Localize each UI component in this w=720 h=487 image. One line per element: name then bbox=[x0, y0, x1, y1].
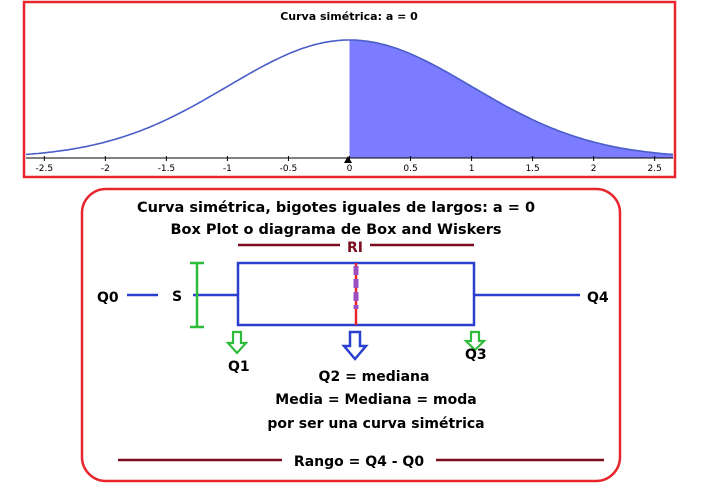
normal-curve bbox=[25, 39, 674, 156]
x-tick-label: -1 bbox=[223, 164, 232, 174]
ri-label: RI bbox=[347, 240, 363, 256]
x-tick-label: -1.5 bbox=[158, 164, 176, 174]
x-tick-label: 2.5 bbox=[648, 164, 662, 174]
x-tick-label: -2 bbox=[101, 164, 110, 174]
range-label: Rango = Q4 - Q0 bbox=[294, 454, 424, 470]
q1-label: Q1 bbox=[228, 359, 250, 375]
x-tick-label: 0 bbox=[347, 164, 353, 174]
x-axis-ticks: -2.5 -2 -1.5 -1 -0.5 0 0.5 1 1.5 2 2.5 bbox=[36, 156, 662, 174]
shaded-area-right-half bbox=[349, 40, 673, 158]
x-tick-label: -0.5 bbox=[280, 164, 298, 174]
x-tick-label: 1 bbox=[469, 164, 475, 174]
q1-arrow-icon bbox=[225, 330, 249, 355]
note-line1: Media = Mediana = moda bbox=[275, 392, 476, 408]
q0-label: Q0 bbox=[97, 290, 119, 306]
note-line2: por ser una curva simétrica bbox=[267, 416, 484, 432]
q4-label: Q4 bbox=[587, 290, 609, 306]
q3-label: Q3 bbox=[465, 347, 487, 363]
boxplot-title-line1: Curva simétrica, bigotes iguales de larg… bbox=[137, 200, 535, 216]
boxplot-title-line2: Box Plot o diagrama de Box and Wiskers bbox=[170, 222, 501, 238]
x-tick-label: 2 bbox=[591, 164, 597, 174]
curve-panel: Curva simétrica: a = 0 -2.5 -2 -1.5 -1 -0.5 0… bbox=[22, 0, 677, 179]
boxplot-panel: Curva simétrica, bigotes iguales de larg… bbox=[80, 187, 622, 483]
curve-panel-title: Curva simétrica: a = 0 bbox=[280, 10, 418, 23]
x-tick-label: 1.5 bbox=[525, 164, 539, 174]
q2-label: Q2 = mediana bbox=[319, 369, 430, 385]
x-tick-label: -2.5 bbox=[36, 164, 54, 174]
s-label: S bbox=[172, 289, 182, 305]
q2-arrow-icon bbox=[341, 330, 369, 361]
q3-arrow-icon bbox=[463, 330, 487, 352]
mean-marker-triangle bbox=[344, 156, 352, 163]
x-tick-label: 0.5 bbox=[403, 164, 417, 174]
